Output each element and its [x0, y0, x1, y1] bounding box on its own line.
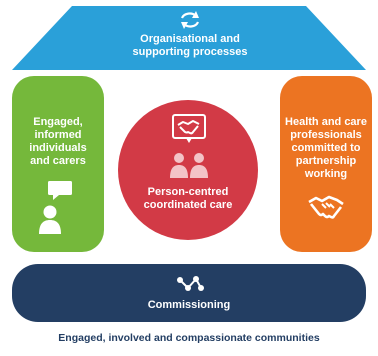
roof-title-line2: supporting processes	[132, 46, 248, 58]
two-people-icon	[168, 152, 210, 178]
base-commissioning: Commissioning	[12, 264, 366, 322]
pillar-right-line: committed to	[291, 142, 361, 154]
center-label-line1: Person-centred	[147, 186, 229, 198]
person-icon	[37, 204, 63, 234]
pillar-right-line: partnership	[295, 155, 357, 167]
pillar-right-label: Health and care professionals committed …	[284, 116, 368, 181]
pillar-left-line: informed	[34, 129, 82, 141]
refresh-arrows-icon	[178, 10, 202, 30]
pillar-engaged-individuals: Engaged, informed individuals and carers	[12, 76, 104, 252]
network-nodes-icon	[176, 274, 204, 294]
pillar-right-line: professionals	[290, 129, 362, 141]
speech-bubble-icon	[47, 180, 73, 200]
roof-title: Organisational and supporting processes	[80, 33, 300, 59]
center-label-line2: coordinated care	[143, 199, 233, 211]
pillar-health-care-professionals: Health and care professionals committed …	[280, 76, 372, 252]
roof-title-line1: Organisational and	[140, 33, 240, 45]
handshake-bubble-icon	[172, 114, 206, 144]
roof-organisational-processes	[12, 6, 366, 70]
center-label: Person-centred coordinated care	[126, 186, 250, 212]
base-label: Commissioning	[147, 299, 231, 311]
handshake-icon	[307, 192, 345, 222]
center-person-centred-care: Person-centred coordinated care	[118, 100, 258, 240]
pillar-left-line: and carers	[30, 155, 86, 167]
pillar-right-line: Health and care	[285, 116, 367, 128]
pillar-right-line: working	[304, 168, 348, 180]
roof-shape	[12, 6, 366, 70]
pillar-left-line: Engaged,	[33, 116, 83, 128]
foundation-label: Engaged, involved and compassionate comm…	[58, 332, 320, 344]
pillar-left-label: Engaged, informed individuals and carers	[16, 116, 100, 168]
pillar-left-line: individuals	[29, 142, 87, 154]
